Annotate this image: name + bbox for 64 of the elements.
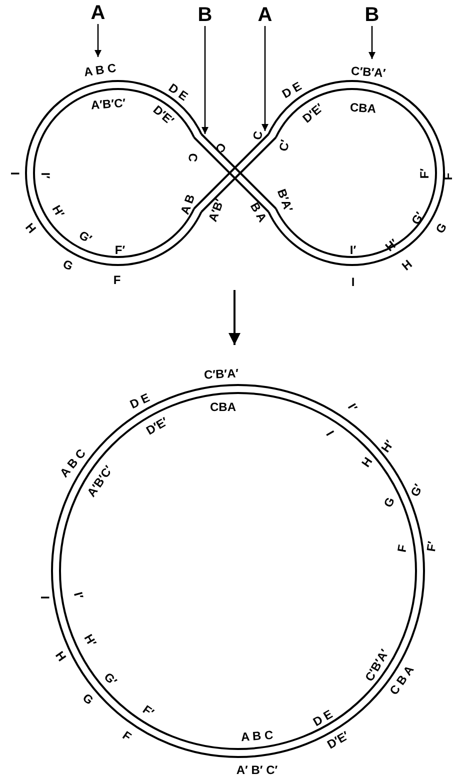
strand-label: I (351, 276, 355, 288)
strand-label: G′ (408, 482, 426, 498)
strand-label: I′ (344, 401, 360, 413)
strand-label: I′ (70, 590, 86, 600)
strand-label: G (382, 495, 398, 509)
strand-label: H′ (49, 202, 66, 220)
pointer-arrow (94, 24, 102, 57)
pointer-arrow (262, 26, 268, 131)
strand-label: C′B′A′ (350, 64, 386, 80)
strand-label: A B C (83, 61, 117, 79)
strand-label: G (61, 257, 75, 273)
strand-label: I (8, 171, 22, 175)
strand-label: D′E′ (325, 728, 351, 752)
strand-label: I (38, 595, 52, 599)
strand-label: A′ B′ C′ (236, 764, 278, 776)
site-letter: B (362, 4, 382, 26)
strand-label: F (396, 543, 410, 553)
strand-label: H (52, 648, 68, 664)
strand-label: A B C (240, 728, 274, 744)
strand-label: A B C (58, 446, 88, 480)
strand-label: CBA (350, 100, 376, 116)
strand-label: G′ (76, 228, 94, 246)
strand-label: D′E′ (144, 414, 170, 438)
site-letter: A (255, 4, 275, 26)
pointer-arrow (368, 26, 376, 59)
pointer-arrow (202, 26, 208, 134)
strand-label: I′ (350, 244, 356, 256)
strand-label: G (80, 691, 96, 707)
strand-label: I′ (38, 172, 52, 178)
strand-label: A B (178, 192, 198, 216)
strand-label: D E (166, 80, 190, 104)
strand-label: C (250, 130, 266, 140)
strand-label: F′ (424, 540, 440, 552)
strand-label: F′ (114, 244, 126, 256)
strand-label: A′B′C′ (90, 96, 126, 112)
strand-label: D′E′ (150, 102, 176, 128)
strand-label: F (113, 274, 121, 286)
strand-label: H′ (81, 632, 98, 648)
strand-label: F′ (418, 168, 432, 178)
strand-label: G′ (101, 670, 119, 688)
strand-label: C B A (387, 663, 417, 697)
strand-label: H (359, 454, 375, 470)
strand-label: CBA (210, 400, 236, 414)
strand-label: H (22, 220, 38, 236)
strand-label: A′B′ (206, 196, 228, 224)
strand-label: C (185, 152, 199, 162)
strand-label: C′ (278, 138, 292, 152)
strand-label: I (324, 428, 336, 438)
strand-label: F (120, 728, 134, 744)
site-letter: A (88, 2, 108, 24)
strand-label: B′A′ (274, 186, 296, 214)
strand-label: D′E′ (300, 100, 326, 126)
strand-label: C (212, 140, 228, 154)
strand-label: D E (280, 79, 304, 101)
strand-label: D E (311, 707, 335, 729)
strand-label: B A (247, 200, 269, 224)
strand-label: D E (128, 390, 152, 412)
strand-label: C′B′A′ (203, 366, 239, 382)
strand-label: G (434, 220, 450, 236)
strand-label: F′ (140, 702, 156, 720)
strand-label: H (400, 257, 414, 273)
site-letter: B (195, 4, 215, 26)
strand-label: H′ (379, 438, 397, 454)
transition-arrow (228, 290, 240, 345)
